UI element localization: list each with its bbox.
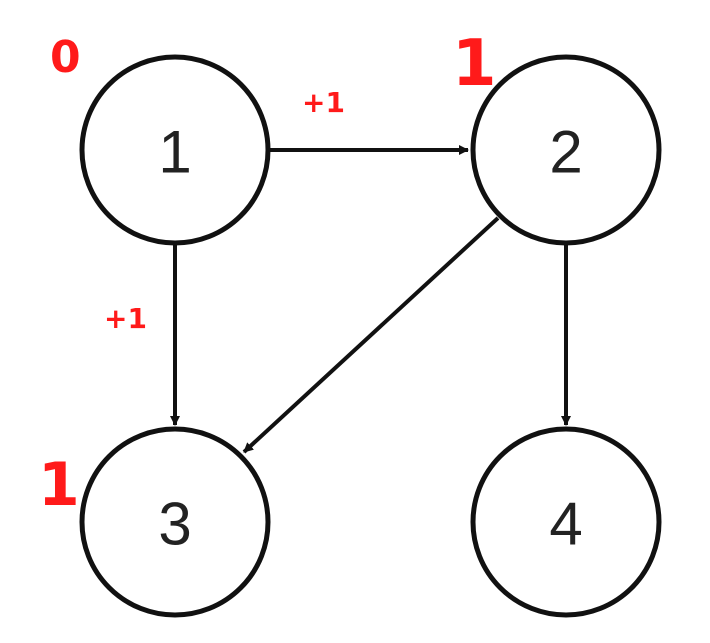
node-1-label: 1 bbox=[158, 119, 191, 186]
node-1-annotation: 0 bbox=[50, 32, 81, 83]
node-2-label: 2 bbox=[549, 119, 582, 186]
edge-2-to-3 bbox=[242, 216, 500, 454]
node-4-label: 4 bbox=[549, 491, 582, 558]
node-4: 4 bbox=[470, 426, 662, 618]
node-1: 1 bbox=[79, 54, 271, 246]
edge-1-to-2-weight: +1 bbox=[302, 86, 345, 119]
node-3: 3 bbox=[79, 426, 271, 618]
node-2-annotation: 1 bbox=[452, 27, 497, 101]
node-3-label: 3 bbox=[158, 491, 191, 558]
node-3-annotation: 1 bbox=[38, 450, 80, 520]
node-2: 2 bbox=[470, 54, 662, 246]
edge-1-to-3-weight: +1 bbox=[104, 302, 147, 335]
